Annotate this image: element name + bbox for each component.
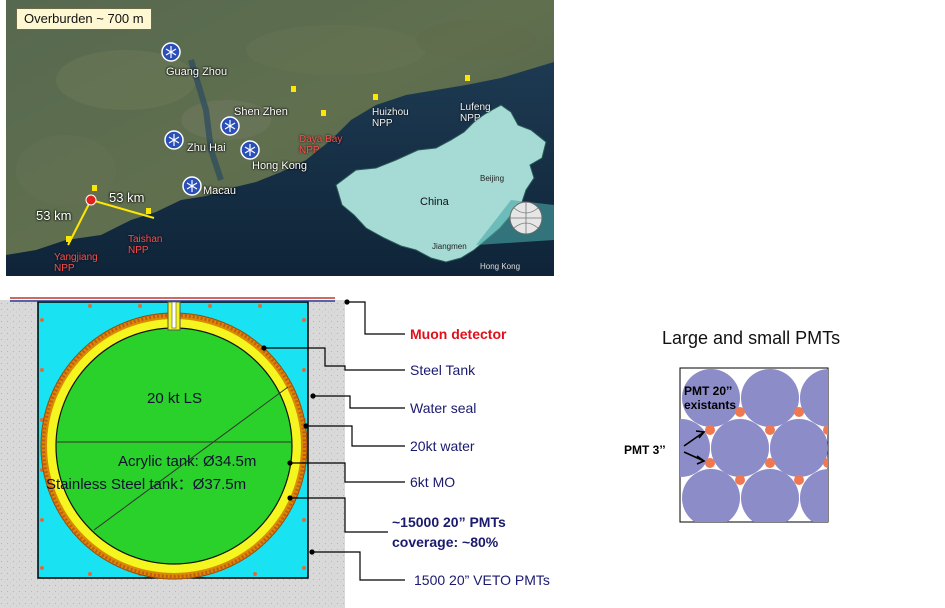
steel-diameter-line: [93, 386, 289, 531]
label-leader-dots: [261, 299, 350, 555]
inset-label-beijing: Beijing: [480, 174, 505, 183]
overburden-label: Overburden ~ 700 m: [16, 8, 152, 30]
label-pmt-count: ~15000 20” PMTs: [392, 514, 506, 530]
ls-label: 20 kt LS: [147, 390, 203, 407]
pmt20-label: PMT 20’’existants: [684, 384, 737, 412]
pmt-panel-title: Large and small PMTs: [662, 328, 841, 348]
distance-label-taishan: 53 km: [109, 190, 145, 205]
label-steel-tank: Steel Tank: [410, 362, 476, 378]
inset-label-jiangmen: Jiangmen: [432, 242, 467, 251]
npp-pin-icons: [66, 75, 470, 242]
detector-diagram: [0, 297, 405, 608]
label-pmt-coverage: coverage: ~80%: [392, 534, 499, 550]
pmt-layout-diagram: [679, 367, 829, 523]
pmt3-arrows: [683, 430, 706, 465]
label-mineral-oil: 6kt MO: [410, 474, 456, 490]
label-water: 20kt water: [410, 438, 475, 454]
distance-line-taishan: [90, 199, 155, 219]
city-zhuhai: Zhu Hai: [187, 142, 226, 154]
pmt3-label: PMT 3’’: [624, 443, 666, 457]
distance-line-yangjiang: [67, 199, 92, 246]
inset-label-hongkong: Hong Kong: [480, 262, 521, 271]
city-icons: [161, 42, 260, 196]
distance-label-yangjiang: 53 km: [36, 208, 72, 223]
inset-label-china: China: [420, 196, 449, 208]
label-leader-lines: [264, 301, 405, 581]
small-pmts: [705, 407, 828, 485]
city-guangzhou: Guang Zhou: [166, 66, 228, 78]
acrylic-tank-label: Acrylic tank: Ø34.5m: [118, 453, 257, 470]
label-veto-pmts: 1500 20” VETO PMTs: [414, 572, 550, 588]
jiangmen-site-marker: [85, 194, 97, 206]
city-macau: Macau: [203, 185, 237, 197]
label-muon-detector: Muon detector: [410, 326, 507, 342]
acrylic-sphere: [55, 327, 293, 565]
steel-tank-diameter-label: Stainless Steel tank：Ø37.5m: [46, 476, 247, 493]
label-water-seal: Water seal: [410, 400, 477, 416]
map-panel: Overburden ~ 700 m Guang Zhou Shen Zhen …: [6, 0, 554, 276]
map-graphic: [6, 0, 554, 276]
city-shenzhen: Shen Zhen: [234, 106, 288, 118]
city-hongkong: Hong Kong: [252, 160, 308, 172]
